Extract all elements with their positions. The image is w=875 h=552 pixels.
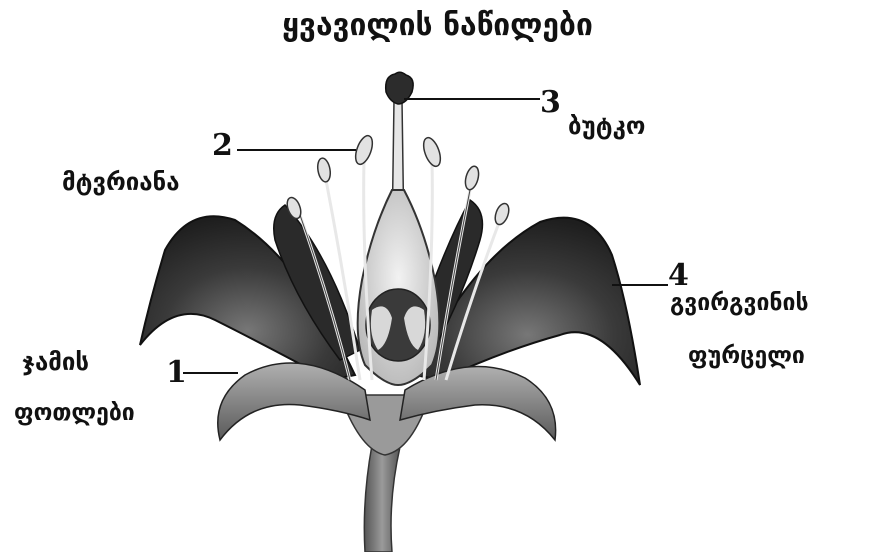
callout-number-3: 3 bbox=[540, 85, 561, 120]
label-stamen: მტვრიანა bbox=[62, 168, 179, 196]
label-petal-line-2: ფურცელი bbox=[688, 343, 805, 369]
callout-number-2: 2 bbox=[212, 128, 233, 163]
label-petal-line-1: გვირგვინის bbox=[670, 290, 809, 316]
diagram-title: ყვავილის ნაწილები bbox=[0, 8, 875, 43]
label-sepals-line-2: ფოთლები bbox=[14, 400, 135, 426]
label-sepals-line-1: ჯამის bbox=[22, 348, 89, 376]
label-stigma: ბუტკო bbox=[568, 112, 645, 140]
stem bbox=[364, 445, 400, 552]
callout-number-4: 4 bbox=[668, 258, 689, 293]
callout-number-1: 1 bbox=[166, 355, 187, 390]
